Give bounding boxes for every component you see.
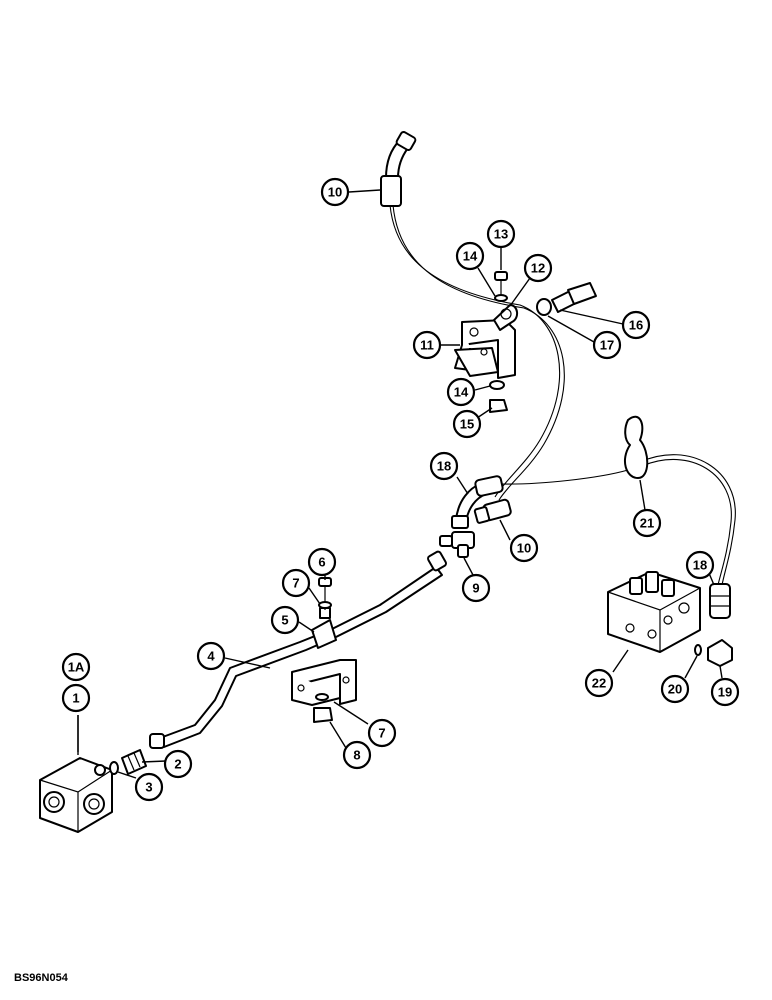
hose-clamp-12	[493, 304, 518, 331]
clamp-5	[311, 577, 337, 649]
callout-label: 3	[145, 780, 152, 795]
callout-label: 20	[668, 682, 682, 697]
bolt-16	[536, 282, 597, 316]
fitting-2	[121, 749, 147, 775]
callout-label: 17	[600, 338, 614, 353]
steel-tube-4	[149, 550, 447, 749]
callout-label: 14	[454, 385, 469, 400]
callout-5: 5	[270, 605, 300, 635]
callout-label: 4	[207, 649, 215, 664]
elbow-fitting-18	[451, 475, 504, 529]
valve-block-22	[607, 571, 701, 653]
callout-18-right: 18	[685, 550, 715, 580]
callout-14-upper: 14	[455, 241, 485, 271]
hose-upper-10-b	[392, 204, 565, 501]
callout-label: 5	[281, 613, 288, 628]
hose-21-to-18	[639, 454, 736, 586]
washer-nut-7-8	[313, 693, 333, 723]
tee-fitting-9	[439, 531, 475, 558]
callout-7-upper: 7	[281, 568, 311, 598]
callout-label: 10	[328, 185, 342, 200]
callout-label: 6	[318, 555, 325, 570]
callout-label: 21	[640, 516, 654, 531]
callout-22: 22	[584, 668, 614, 698]
callout-label: 18	[437, 459, 451, 474]
callout-19: 19	[710, 677, 740, 707]
mounting-bracket-11	[454, 319, 516, 379]
callout-7-lower: 7	[367, 718, 397, 748]
callout-9: 9	[461, 573, 491, 603]
callout-label: 1A	[68, 660, 85, 675]
callout-21: 21	[632, 508, 662, 538]
valve-body-1	[39, 757, 113, 833]
callout-13: 13	[486, 219, 516, 249]
fitting-10-lower	[473, 498, 512, 524]
bolt-13	[494, 271, 508, 302]
callout-10-upper: 10	[320, 177, 350, 207]
callout-15: 15	[452, 409, 482, 439]
callout-11: 11	[412, 330, 442, 360]
hose-18-to-21	[499, 469, 629, 485]
callout-16: 16	[621, 310, 651, 340]
callout-label: 7	[378, 726, 385, 741]
callout-2: 2	[163, 749, 193, 779]
callout-17: 17	[592, 330, 622, 360]
callout-label: 2	[174, 757, 181, 772]
callout-label: 15	[460, 417, 474, 432]
callout-label: 11	[420, 338, 434, 353]
callout-label: 13	[494, 227, 508, 242]
callout-label: 8	[353, 748, 360, 763]
callout-label: 12	[531, 261, 545, 276]
washer-nut-14-15	[489, 380, 508, 413]
callout-18-left: 18	[429, 451, 459, 481]
leader-lines	[77, 189, 723, 779]
callout-label: 19	[718, 685, 732, 700]
callout-label: 14	[463, 249, 478, 264]
callout-8: 8	[342, 740, 372, 770]
callout-1a: 1A	[61, 652, 91, 682]
callout-4: 4	[196, 641, 226, 671]
callout-label: 22	[592, 676, 606, 691]
callout-20: 20	[660, 674, 690, 704]
callout-label: 9	[472, 581, 479, 596]
callout-6: 6	[307, 547, 337, 577]
callout-label: 18	[693, 558, 707, 573]
callout-1: 1	[61, 683, 91, 713]
callout-10-lower: 10	[509, 533, 539, 563]
fitting-18-right	[709, 583, 731, 619]
o-ring-3	[109, 761, 119, 775]
callout-12: 12	[523, 253, 553, 283]
hose-clamp-21	[623, 415, 649, 479]
callout-3: 3	[134, 772, 164, 802]
callout-label: 10	[517, 541, 531, 556]
hose-21-to-18-b	[641, 458, 732, 586]
callout-label: 16	[629, 318, 643, 333]
elbow-fitting-19	[707, 639, 733, 667]
callout-14-lower: 14	[446, 377, 476, 407]
upper-hose-fitting	[380, 131, 417, 207]
drawing-code: BS96N054	[14, 972, 69, 984]
o-ring-20	[694, 644, 702, 656]
callout-label: 7	[292, 576, 299, 591]
callout-label: 1	[72, 691, 79, 706]
